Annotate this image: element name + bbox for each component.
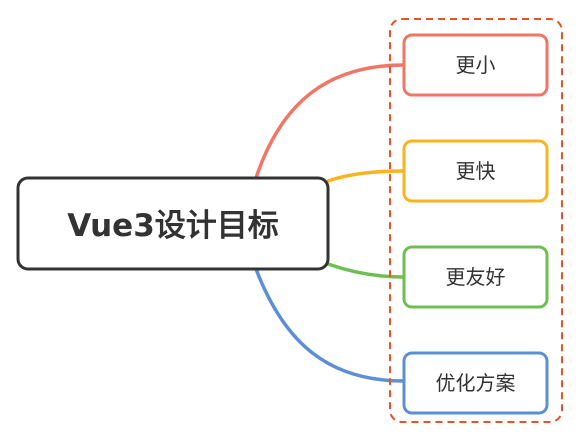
branch-connectors [254, 63, 406, 383]
child-node-3[interactable]: 更友好 [402, 245, 549, 309]
child-node-box [402, 245, 549, 309]
branch-connector-1 [254, 63, 406, 180]
child-node-2[interactable]: 更快 [402, 139, 549, 203]
child-node-box [402, 139, 549, 203]
child-group-frame [389, 18, 563, 423]
child-node-label: 更快 [456, 159, 496, 183]
child-node-label: 更小 [456, 53, 496, 77]
child-node-box [402, 33, 549, 97]
root-node[interactable]: Vue3设计目标 [16, 176, 330, 271]
child-node-box [402, 351, 549, 415]
branch-connector-3 [326, 262, 406, 279]
root-node-label: Vue3设计目标 [67, 208, 279, 244]
child-node-label: 优化方案 [436, 371, 516, 395]
child-node-label: 更友好 [446, 265, 506, 289]
root-node-box [16, 176, 330, 271]
child-node-1[interactable]: 更小 [402, 33, 549, 97]
branch-connector-2 [326, 169, 406, 183]
child-node-4[interactable]: 优化方案 [402, 351, 549, 415]
branch-connector-4 [254, 267, 406, 383]
